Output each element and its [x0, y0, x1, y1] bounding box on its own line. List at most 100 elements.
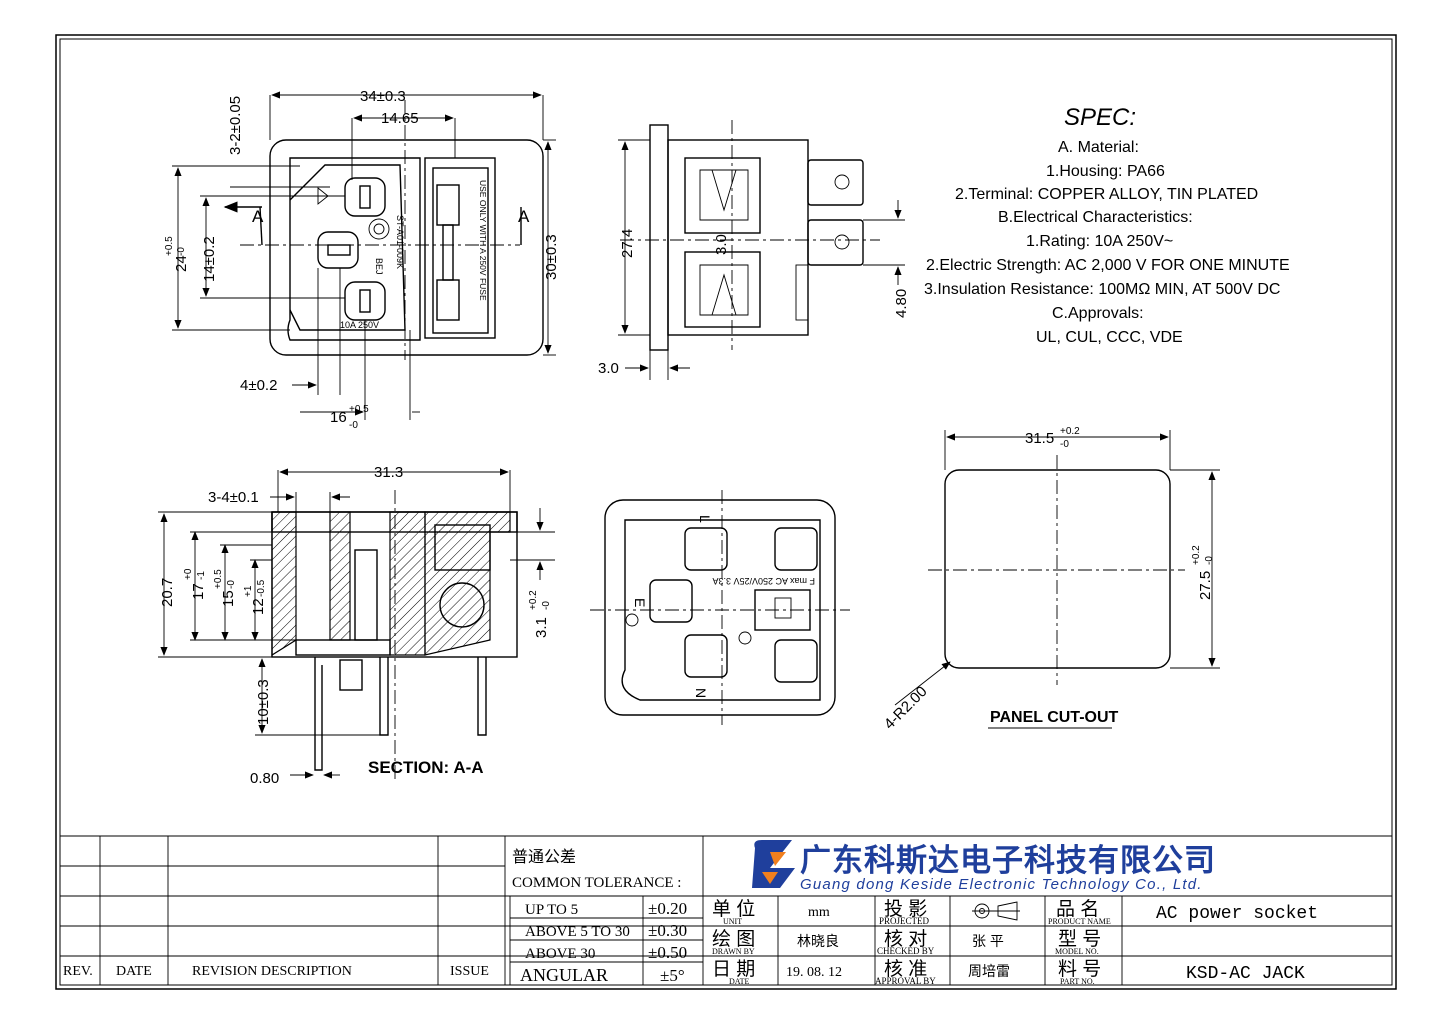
model-text: ST-A01-009K: [395, 215, 405, 269]
approval-label-en: APPROVAL BY: [875, 976, 936, 986]
dim-flange-height: 30±0.3: [543, 234, 560, 280]
section-view: 31.3 3-4±0.1 20.7 17 +0 -1 15 +0.5 -0 12…: [158, 464, 555, 787]
dim-section-width: 31.3: [374, 464, 403, 481]
desc-header: REVISION DESCRIPTION: [192, 964, 352, 979]
dim-section-d17: 17: [190, 583, 207, 600]
rear-label-earth: E: [632, 598, 648, 607]
section-mark-left: A: [252, 207, 264, 226]
fuse-text: USE ONLY WITH A 250V FUSE: [478, 180, 488, 301]
rear-view: L E N F max AC 250V/25V 3.3A: [590, 490, 850, 725]
tolerance-title-cn: 普通公差: [512, 848, 576, 866]
issue-header: ISSUE: [450, 964, 489, 979]
rear-rating-text: F max AC 250V/25V 3.3A: [712, 576, 815, 586]
dim-section-d15-tol: +0.5: [213, 569, 224, 589]
rev-header: REV.: [63, 964, 93, 979]
spec-line-8: UL, CUL, CCC, VDE: [1036, 329, 1183, 346]
model-label-cn: 型 号: [1058, 928, 1101, 950]
dim-cutout-width-tol: +0.2: [1060, 426, 1080, 437]
dim-section-d31-tol-b: -0: [541, 601, 552, 610]
dim-section-height: 20.7: [159, 578, 176, 607]
section-mark-right: A: [518, 207, 530, 226]
brand-text: BEJ: [374, 258, 384, 275]
spec-line-2: 2.Terminal: COPPER ALLOY, TIN PLATED: [955, 186, 1258, 203]
drawn-label-en: DRAWN BY: [712, 947, 755, 956]
dim-section-d12-tol: +1: [243, 585, 254, 597]
dim-section-d17-tol: +0: [183, 568, 194, 580]
spec-line-5: 2.Electric Strength: AC 2,000 V FOR ONE …: [926, 257, 1290, 274]
side-view: 27.4 3.0 3.0 4.80: [598, 120, 910, 380]
product-value: AC power socket: [1156, 904, 1318, 924]
drawn-value: 林晓良: [797, 933, 839, 949]
drawn-label-cn: 绘 图: [712, 928, 755, 950]
spec-block: SPEC: A. Material: 1.Housing: PA66 2.Ter…: [924, 104, 1290, 346]
dim-body-height-tol-b: -0: [176, 247, 187, 256]
dim-overall-width: 34±0.3: [360, 88, 406, 105]
tolerance-title-en: COMMON TOLERANCE :: [512, 875, 681, 891]
part-label-en: PART NO.: [1060, 977, 1095, 986]
date-header: DATE: [116, 964, 152, 979]
tolerance-value-3: ±5°: [660, 966, 685, 985]
company-name-en: Guang dong Keside Electronic Technology …: [800, 876, 1203, 893]
dim-cutout-width: 31.5: [1025, 430, 1054, 447]
projected-label-cn: 投 影: [884, 898, 927, 920]
tolerance-range-2: ABOVE 30: [525, 946, 595, 962]
dim-section-d15: 15: [220, 590, 237, 607]
sheet-border-outer: [55, 34, 1397, 990]
rear-label-live: L: [697, 515, 713, 523]
rear-label-neutral: N: [693, 688, 709, 698]
spec-line-7: C.Approvals:: [1052, 305, 1144, 322]
dim-section-d12-tol-b: -0.5: [256, 579, 267, 597]
tolerance-range-0: UP TO 5: [525, 902, 578, 918]
date-label-cn: 日 期: [712, 958, 755, 980]
dim-section-d31: 3.1: [533, 617, 550, 638]
dim-side-height: 27.4: [619, 229, 636, 258]
dim-section-d15-tol-b: -0: [226, 580, 237, 589]
product-label-cn: 品 名: [1056, 898, 1099, 920]
approval-label-cn: 核 准: [884, 958, 927, 980]
dim-side-pin-gap: 3.0: [713, 234, 730, 255]
model-label-en: MODEL NO.: [1055, 947, 1099, 956]
checked-label-en: CHECKED BY: [877, 946, 935, 956]
part-value: KSD-AC JACK: [1186, 964, 1305, 984]
date-label-en: DATE: [729, 977, 750, 986]
sheet-border-inner: [59, 38, 1393, 986]
unit-value: mm: [808, 905, 830, 920]
dim-side-tab: 4.80: [893, 289, 910, 318]
tolerance-value-2: ±0.50: [648, 943, 687, 962]
cutout-view: 31.5 +0.2 -0 27.5 +0.2 -0 4-R2.00 PANEL …: [881, 426, 1220, 733]
dim-bottom-span-tol-b: -0: [349, 420, 358, 431]
spec-line-1: 1.Housing: PA66: [1046, 163, 1165, 180]
part-label-cn: 料 号: [1058, 958, 1101, 980]
title-block: REV. DATE REVISION DESCRIPTION ISSUE 普通公…: [60, 835, 1392, 986]
dim-section-d12: 12: [250, 598, 267, 615]
projection-symbol-icon: [972, 901, 1020, 921]
dim-section-d17-tol-b: -1: [196, 571, 207, 580]
dim-pin-height: 14±0.2: [201, 236, 218, 282]
rating-text: 10A 250V: [340, 320, 379, 330]
tolerance-range-1: ABOVE 5 TO 30: [525, 924, 630, 940]
dim-section-holes: 3-4±0.1: [208, 489, 259, 506]
dim-side-flange: 3.0: [598, 360, 619, 377]
checked-label-cn: 核 对: [884, 928, 927, 950]
company-logo: [752, 840, 795, 888]
dim-section-pin-thick: 0.80: [250, 770, 279, 787]
projected-label-en: PROJECTED: [879, 916, 930, 926]
dim-section-d31-tol: +0.2: [528, 590, 539, 610]
date-value: 19. 08. 12: [786, 965, 842, 980]
dim-cutout-height-tol-b: -0: [1204, 556, 1215, 565]
dim-cutout-width-tol-b: -0: [1060, 439, 1069, 450]
dim-bottom-span: 16: [330, 409, 347, 426]
dim-pin-width: 4±0.2: [240, 377, 277, 394]
spec-line-3: B.Electrical Characteristics:: [998, 209, 1193, 226]
dim-cutout-height: 27.5: [1197, 571, 1214, 600]
product-label-en: PRODUCT NAME: [1048, 917, 1111, 926]
spec-line-6: 3.Insulation Resistance: 100MΩ MIN, AT 5…: [924, 281, 1280, 298]
checked-value: 张 平: [972, 933, 1004, 949]
tolerance-value-0: ±0.20: [648, 899, 687, 918]
dim-cutout-height-tol: +0.2: [1191, 545, 1202, 565]
dim-cutout-radius: 4-R2.00: [881, 683, 931, 733]
spec-line-4: 1.Rating: 10A 250V~: [1026, 233, 1173, 250]
dim-body-height: 24: [173, 255, 190, 272]
dim-bottom-span-tol: +0.5: [349, 404, 369, 415]
dim-mount-holes: 3-2±0.05: [227, 96, 244, 155]
